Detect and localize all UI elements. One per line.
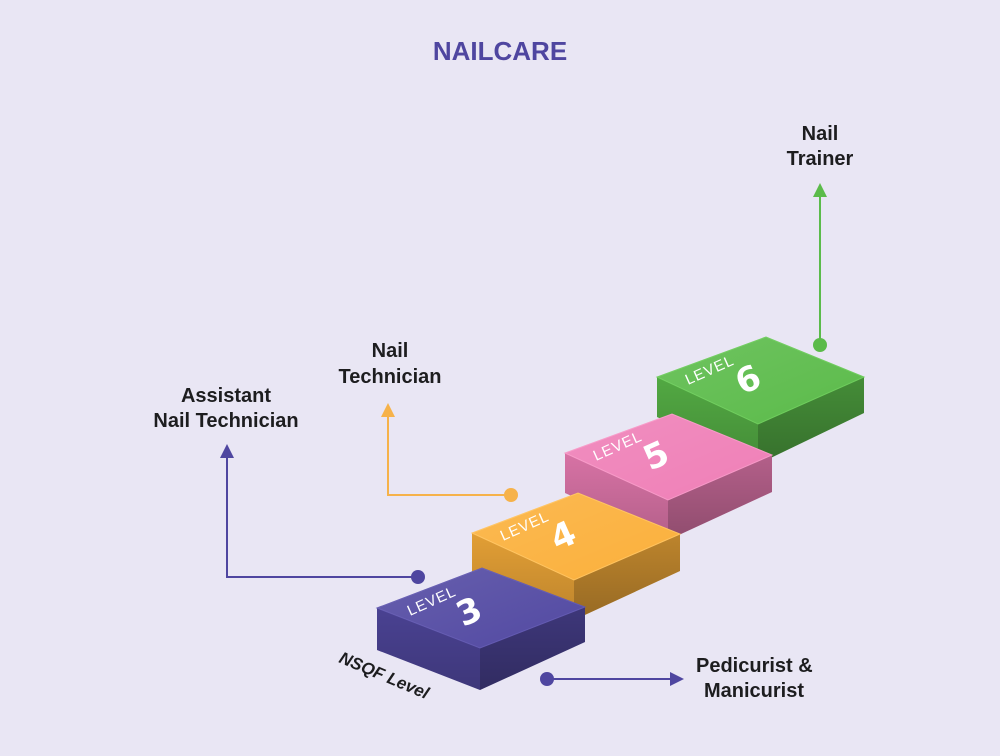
level-4-block: LEVEL 4: [470, 492, 682, 620]
role-nail-trainer-line1: Nail: [802, 123, 839, 145]
level-5-block: LEVEL 5: [563, 413, 774, 540]
role-nail-trainer-line2: Trainer: [787, 148, 854, 170]
connector-nail-technician: [381, 403, 518, 502]
role-assistant-line1: Assistant: [181, 385, 271, 407]
role-assistant-line2: Nail Technician: [153, 410, 298, 432]
role-pedicurist-line2: Manicurist: [704, 680, 804, 702]
level-3-block: LEVEL 3: [375, 567, 587, 690]
connector-assistant-nail-technician: [220, 444, 425, 584]
role-nail-technician-line2: Technician: [339, 366, 442, 388]
role-nail-technician-line1: Nail: [372, 340, 409, 362]
connector-pedicurist: [540, 672, 684, 686]
connector-nail-trainer: [813, 183, 827, 352]
role-pedicurist-line1: Pedicurist &: [696, 655, 813, 677]
level-6-block: LEVEL 6: [655, 336, 866, 464]
diagram-title: NAILCARE: [433, 36, 567, 66]
